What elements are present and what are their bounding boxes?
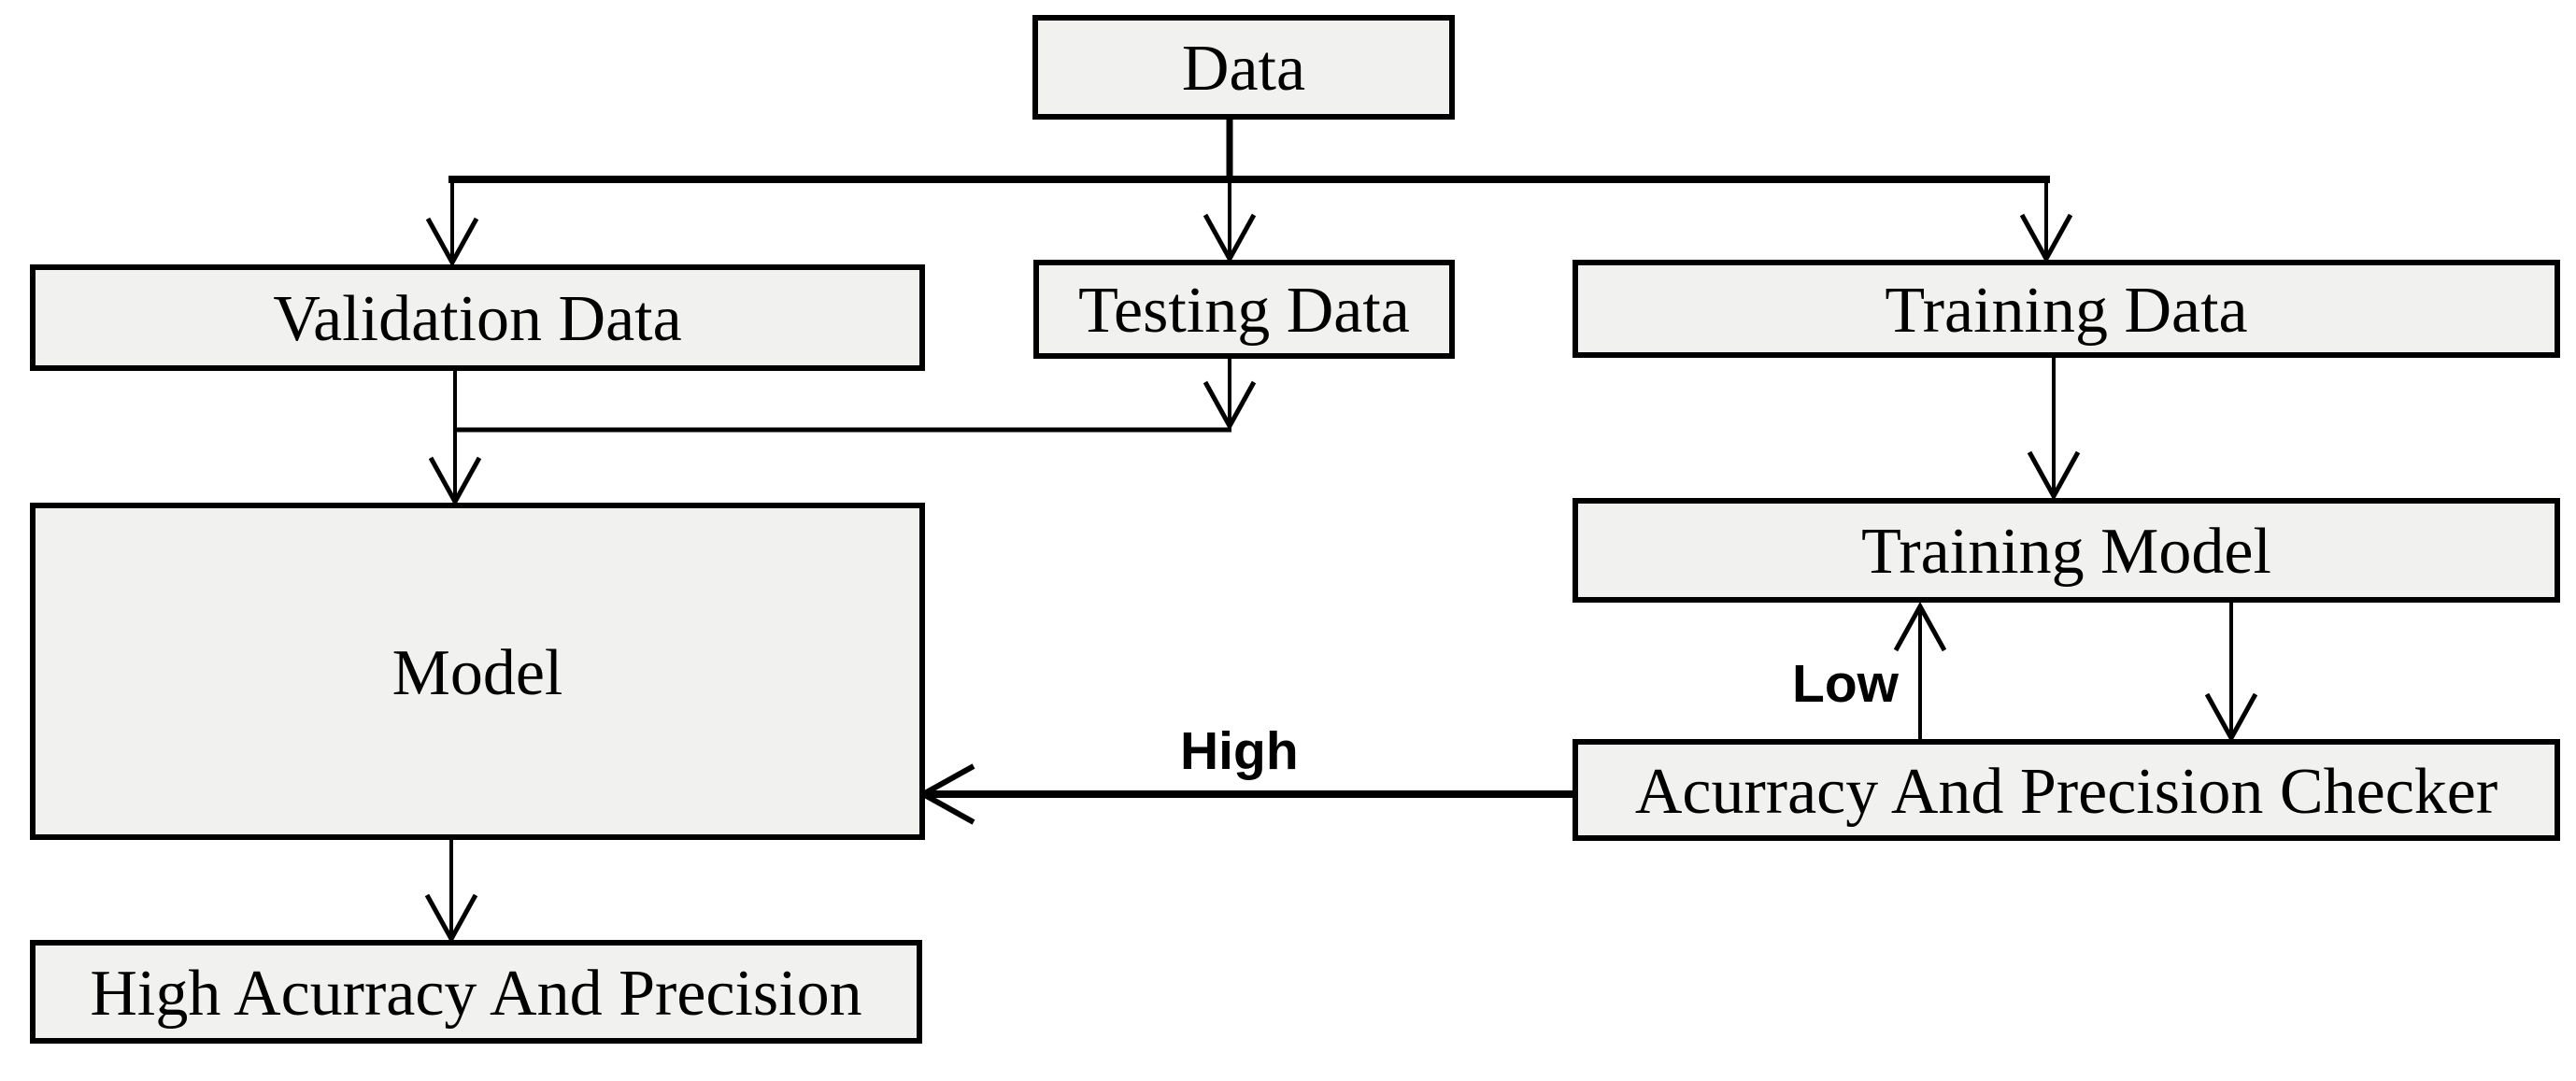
arrow-head [2204,692,2258,744]
arrow-head [1893,601,1947,652]
edge-training-data-to-training-model [2027,358,2081,502]
node-training-model-label: Training Model [1861,516,2271,588]
node-high-acurracy-precision-label: High Acurracy And Precision [90,957,862,1030]
edge-label-high: High [1180,721,1299,781]
node-data-label: Data [1181,33,1306,105]
edge-data-to-testing-data [1203,183,1257,264]
edge-checker-to-training-model [1893,601,1947,739]
node-testing-data-label: Testing Data [1078,275,1410,347]
node-training-data-label: Training Data [1885,274,2248,347]
edge-training-model-to-checker [2204,603,2258,744]
arrow-head [425,217,479,268]
edge-data-to-training-data [2019,176,2073,264]
edge-validation-to-merge [453,371,1231,433]
edge-label-low: Low [1792,654,1899,714]
edge-data-to-validation-data [425,176,479,268]
arrow-head [2019,213,2073,264]
arrow-head [428,456,482,507]
edge-merge-to-model [428,430,482,507]
arrow-head [1203,213,1257,264]
node-training-data: Training Data [1573,260,2560,358]
edge-testing-to-merge [1203,359,1257,432]
edge-data-split [448,114,2050,183]
node-high-acurracy-precision: High Acurracy And Precision [30,940,922,1044]
node-data: Data [1032,15,1455,120]
node-model-label: Model [391,636,563,709]
node-testing-data: Testing Data [1033,260,1455,359]
edge-model-to-high-result [424,840,478,945]
arrow-head [1203,380,1257,432]
arrow-head [424,893,478,945]
node-training-model: Training Model [1573,498,2560,603]
node-validation-data-label: Validation Data [273,283,682,355]
node-acurracy-precision-checker-label: Acurracy And Precision Checker [1634,755,2498,828]
node-acurracy-precision-checker: Acurracy And Precision Checker [1573,739,2560,841]
node-model: Model [30,503,925,840]
node-validation-data: Validation Data [30,264,925,371]
arrow-head [2027,450,2081,502]
